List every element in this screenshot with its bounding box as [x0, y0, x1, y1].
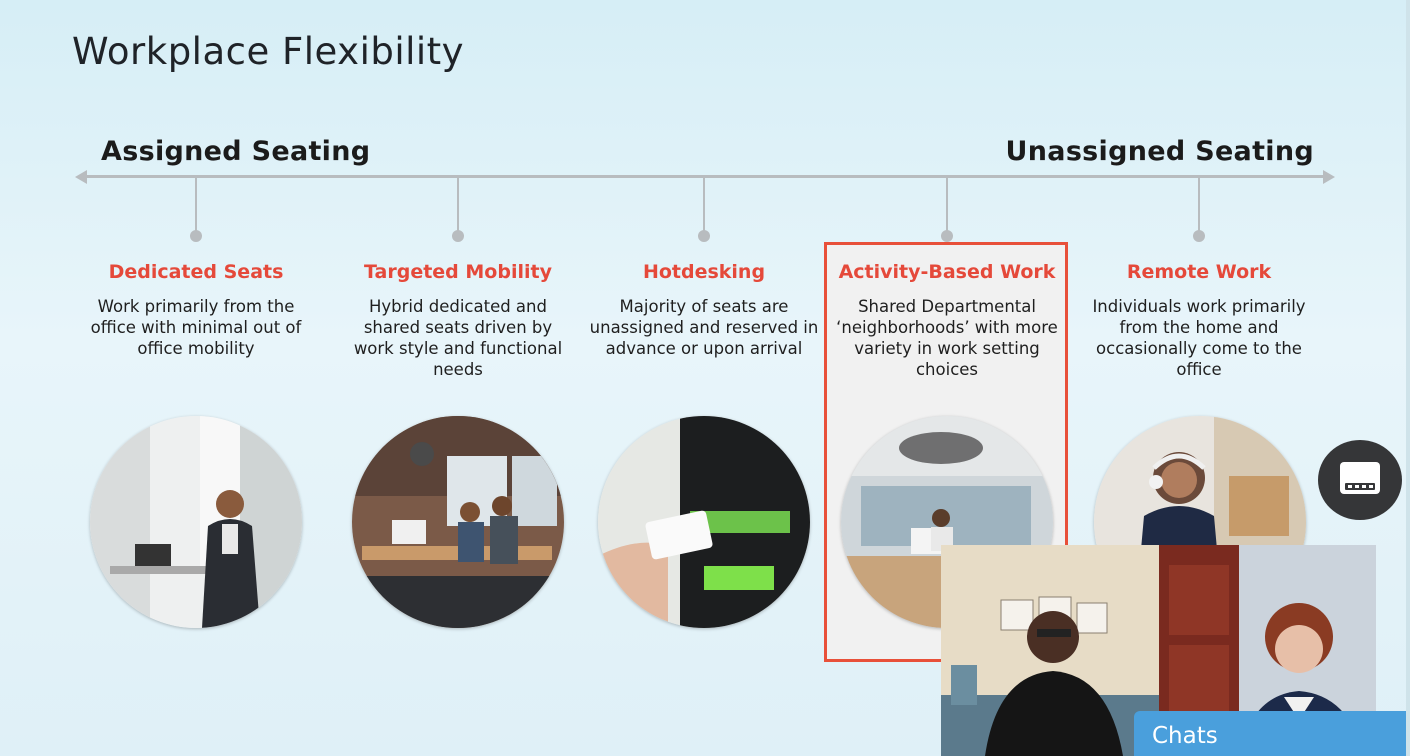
- item-description: Hybrid dedicated and shared seats driven…: [353, 297, 563, 379]
- item-description: Work primarily from the office with mini…: [90, 297, 302, 358]
- axis-dot: [941, 230, 953, 242]
- chats-tab[interactable]: Chats: [1134, 711, 1410, 756]
- axis-dot: [452, 230, 464, 242]
- axis-arrow-right-icon: [1323, 170, 1335, 184]
- axis-arrow-left-icon: [75, 170, 87, 184]
- axis-label-assigned: Assigned Seating: [101, 136, 371, 167]
- desk-reservation-card-photo: [598, 416, 810, 628]
- item-title: Dedicated Seats: [108, 261, 284, 283]
- item-title: Activity-Based Work: [838, 261, 1056, 283]
- participant-video-1[interactable]: [941, 545, 1159, 756]
- axis-stem: [1198, 177, 1200, 233]
- axis-stem: [946, 177, 948, 233]
- axis-dot: [1193, 230, 1205, 242]
- slide-title: Workplace Flexibility: [72, 30, 465, 73]
- office-phone-call-photo: [90, 416, 302, 628]
- item-description: Majority of seats are unassigned and res…: [589, 297, 819, 358]
- axis-dot: [190, 230, 202, 242]
- item-title: Hotdesking: [642, 261, 766, 283]
- closed-captions-button[interactable]: [1318, 440, 1402, 520]
- closed-captions-icon: [1339, 461, 1381, 500]
- open-office-team-photo: [352, 416, 564, 628]
- chats-label: Chats: [1152, 723, 1218, 749]
- item-description: Individuals work primarily from the home…: [1092, 297, 1306, 379]
- item-description: Shared Departmental ‘neighborhoods’ with…: [836, 297, 1058, 379]
- axis-stem: [457, 177, 459, 233]
- axis-dot: [698, 230, 710, 242]
- window-edge: [1406, 0, 1410, 756]
- axis-line: [86, 175, 1326, 178]
- item-title: Targeted Mobility: [364, 261, 552, 283]
- axis-stem: [195, 177, 197, 233]
- axis-stem: [703, 177, 705, 233]
- axis-label-unassigned: Unassigned Seating: [1005, 136, 1314, 167]
- item-title: Remote Work: [1126, 261, 1272, 283]
